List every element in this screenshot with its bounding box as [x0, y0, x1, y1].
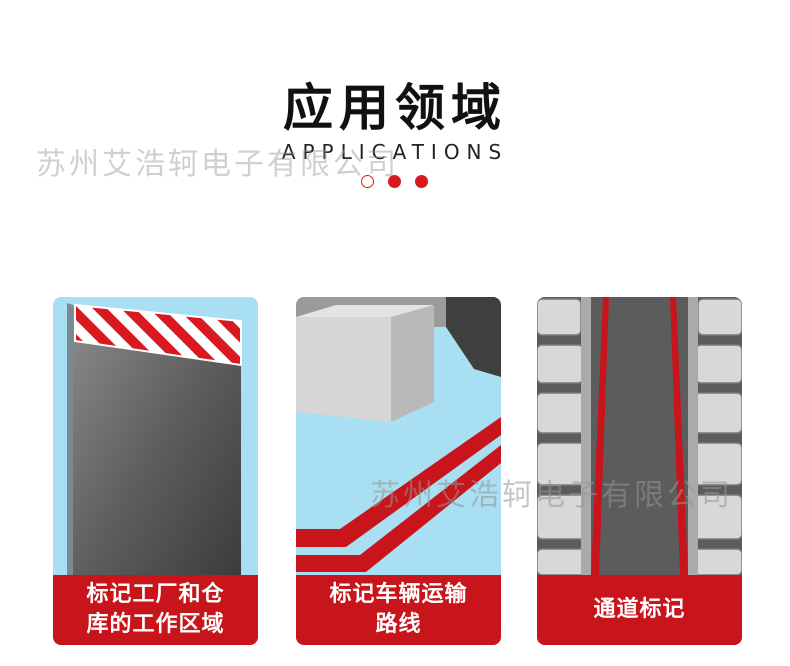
card-label-line1: 标记车辆运输 — [329, 582, 468, 607]
hazard-panel-illustration — [67, 303, 242, 587]
dot-outline-icon — [361, 175, 374, 188]
card-aisle-marking[interactable]: 通道标记 — [537, 297, 742, 645]
card-vehicle-route[interactable]: 标记车辆运输路线 — [296, 297, 501, 645]
dot-filled-icon — [415, 175, 428, 188]
card-label: 标记车辆运输路线 — [296, 575, 501, 645]
card-label: 标记工厂和仓库的工作区域 — [53, 575, 258, 645]
card-label: 通道标记 — [537, 575, 742, 645]
card-label-line2: 路线 — [375, 612, 422, 637]
card-label-line2: 库的工作区域 — [86, 612, 225, 637]
page-title: 应用领域 — [283, 79, 507, 137]
page-subtitle: APPLICATIONS — [281, 140, 509, 164]
floor-tape-illustration — [296, 297, 501, 645]
card-label-line1: 标记工厂和仓 — [86, 582, 225, 607]
card-label-line1: 通道标记 — [593, 597, 686, 622]
card-workspace-marking[interactable]: 标记工厂和仓库的工作区域 — [53, 297, 258, 645]
dot-filled-icon — [388, 175, 401, 188]
